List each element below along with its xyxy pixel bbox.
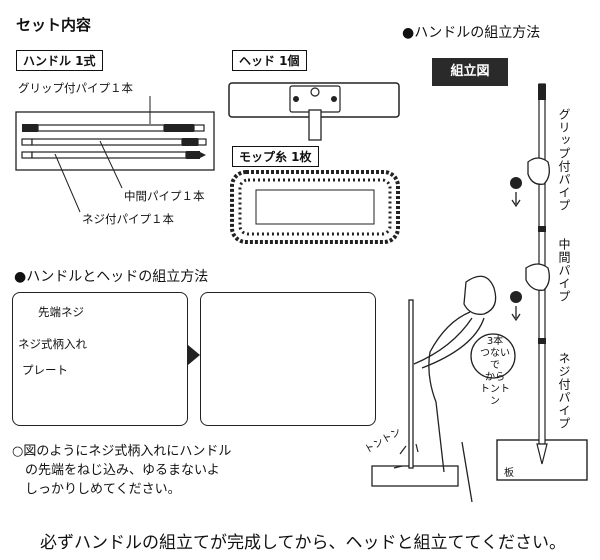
assembled-handle-drawing — [496, 83, 588, 481]
middle-pipe-label: 中間パイプ１本 — [124, 188, 205, 204]
screw-pipe-vertical-label: ネジ付パイプ — [557, 352, 571, 430]
board-label: 板 — [504, 468, 514, 479]
screw-socket-label: ネジ式柄入れ — [18, 336, 87, 352]
bubble-line-4: トントン — [480, 384, 510, 407]
plate-label: プレート — [22, 362, 68, 378]
head-tag: ヘッド 1個 — [232, 50, 307, 71]
mop-cloth-drawing — [230, 170, 400, 244]
person-drawing — [371, 275, 516, 503]
note-line-2: の先端をねじ込み、ゆるまないよ — [12, 463, 220, 478]
note-line-1: ○図のようにネジ式柄入れにハンドル — [12, 444, 232, 459]
grip-pipe-vertical-label: グリップ付パイプ — [557, 108, 571, 212]
bubble-line-1: 3本 — [486, 336, 504, 347]
bubble-line-3: から — [485, 372, 505, 383]
assembly-diagram-label: 組立図 — [432, 58, 508, 86]
screw-pipe-drawing — [21, 151, 206, 159]
head-assembly-title: ●ハンドルとヘッドの組立方法 — [14, 269, 209, 285]
head-step-2-panel — [200, 292, 376, 426]
tap-speech-bubble: 3本 つないで から トントン — [478, 336, 512, 408]
mop-head-drawing — [228, 82, 400, 141]
assembly-note: ○図のようにネジ式柄入れにハンドル の先端をねじ込み、ゆるまないよ しっかりしめ… — [12, 442, 231, 499]
tap-marks — [393, 443, 419, 469]
note-line-3: しっかりしめてください。 — [12, 482, 181, 497]
handle-assembly-title: ●ハンドルの組立方法 — [402, 25, 541, 41]
tip-screw-label: 先端ネジ — [38, 304, 84, 320]
mop-cloth-tag: モップ糸 1枚 — [232, 146, 319, 167]
next-step-arrow — [188, 345, 200, 365]
middle-pipe-vertical-label: 中間パイプ — [557, 238, 571, 303]
set-contents-title: セット内容 — [16, 16, 92, 34]
handle-set-tag: ハンドル 1式 — [16, 50, 103, 71]
bubble-line-2: つないで — [480, 348, 510, 371]
middle-pipe-drawing — [21, 138, 207, 146]
grip-pipe-drawing — [22, 124, 205, 132]
grip-pipe-label: グリップ付パイプ１本 — [18, 80, 133, 96]
footer-warning: 必ずハンドルの組立てが完成してから、ヘッドと組立ててください。 — [40, 533, 566, 553]
screw-pipe-label: ネジ付パイプ１本 — [82, 211, 174, 227]
